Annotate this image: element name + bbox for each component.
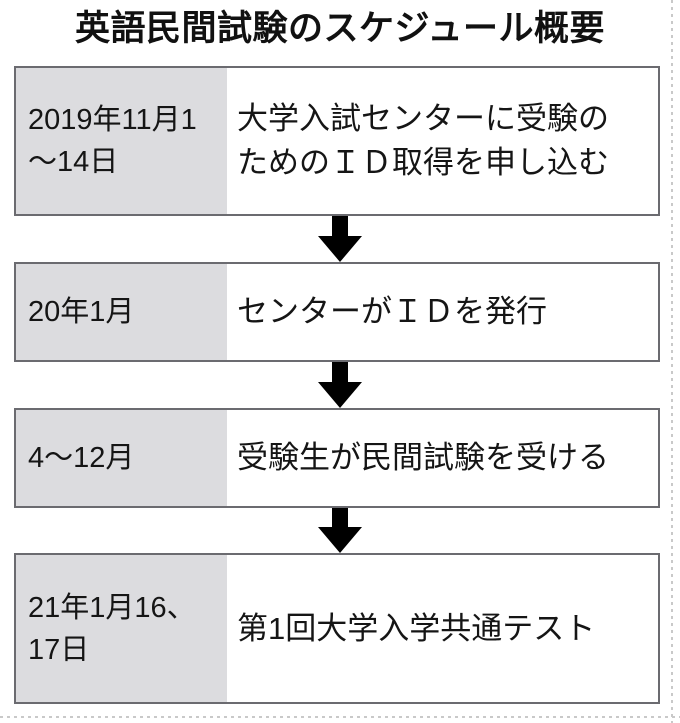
step-1-description-line-1: 大学入試センターに受験の bbox=[237, 101, 609, 136]
step-4-date-line-1: 21年1月16、 bbox=[28, 591, 196, 624]
step-2-description-line-1: センターがＩＤを発行 bbox=[237, 294, 547, 329]
step-1-description-cell: 大学入試センターに受験の ためのＩＤ取得を申し込む bbox=[227, 68, 658, 214]
step-2-date-cell: 20年1月 bbox=[16, 264, 227, 360]
step-4-date-cell: 21年1月16、 17日 bbox=[16, 555, 227, 702]
step-1-description-line-2: ためのＩＤ取得を申し込む bbox=[237, 145, 609, 180]
image-edge-artifact-right bbox=[671, 0, 673, 723]
step-1-date-line-2: 〜14日 bbox=[28, 146, 119, 178]
image-edge-artifact-bottom bbox=[0, 716, 680, 718]
down-arrow-icon-1 bbox=[310, 216, 370, 262]
step-4-description-line-1: 第1回大学入学共通テスト bbox=[237, 610, 596, 646]
step-2-description-cell: センターがＩＤを発行 bbox=[227, 264, 658, 360]
flow-step-2: 20年1月 センターがＩＤを発行 bbox=[14, 262, 660, 362]
step-1-date-line-1: 2019年11月1 bbox=[28, 104, 197, 136]
step-3-date-cell: 4〜12月 bbox=[16, 410, 227, 506]
down-arrow-icon-2 bbox=[310, 362, 370, 408]
flow-step-3: 4〜12月 受験生が民間試験を受ける bbox=[14, 408, 660, 508]
step-2-date-line-1: 20年1月 bbox=[28, 296, 135, 328]
flow-step-1: 2019年11月1 〜14日 大学入試センターに受験の ためのＩＤ取得を申し込む bbox=[14, 66, 660, 216]
down-arrow-icon-3 bbox=[310, 508, 370, 553]
step-4-description-cell: 第1回大学入学共通テスト bbox=[227, 555, 658, 702]
step-1-date-cell: 2019年11月1 〜14日 bbox=[16, 68, 227, 214]
page-title: 英語民間試験のスケジュール概要 bbox=[74, 9, 606, 48]
step-4-date-line-2: 17日 bbox=[28, 633, 90, 666]
step-3-description-line-1: 受験生が民間試験を受ける bbox=[237, 440, 609, 475]
step-3-description-cell: 受験生が民間試験を受ける bbox=[227, 410, 658, 506]
step-3-date-line-1: 4〜12月 bbox=[28, 442, 135, 474]
flow-step-4: 21年1月16、 17日 第1回大学入学共通テスト bbox=[14, 553, 660, 704]
